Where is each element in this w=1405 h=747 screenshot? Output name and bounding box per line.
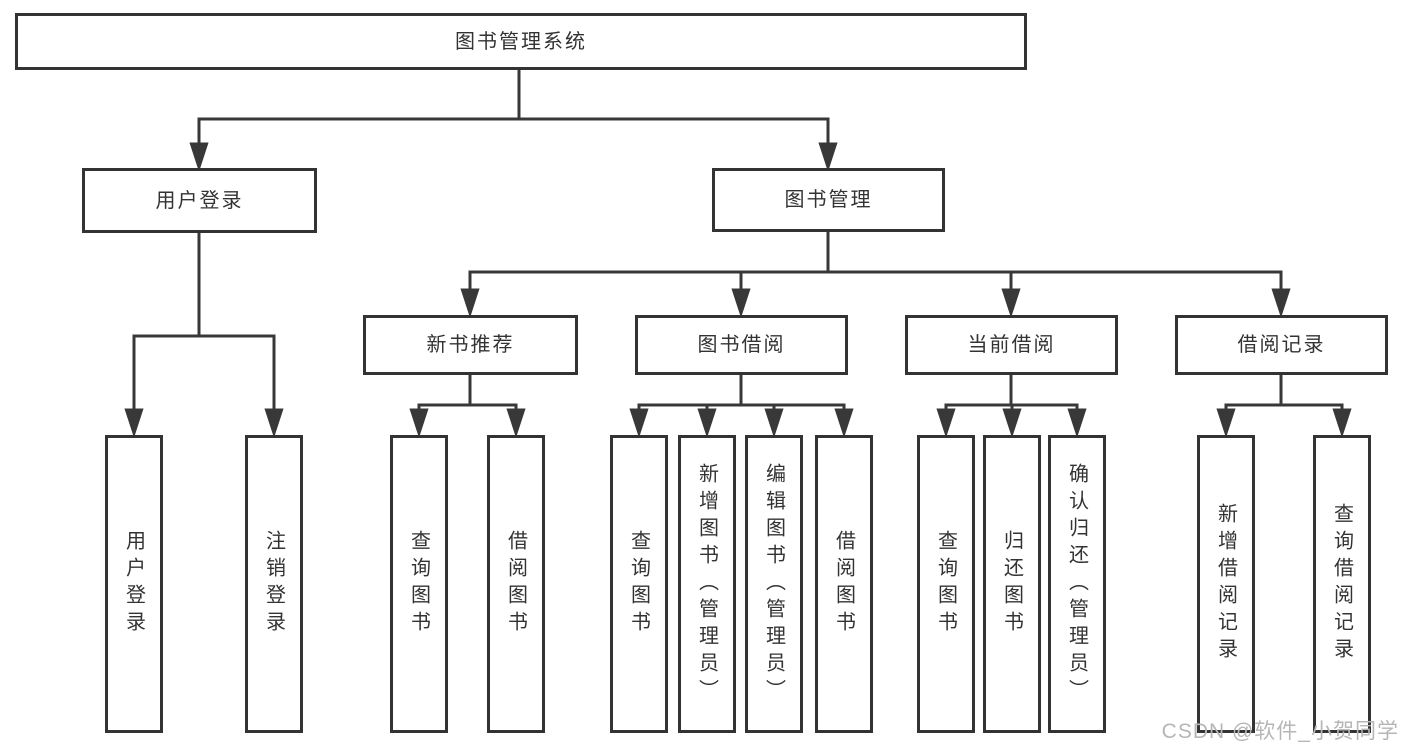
- connector-book-management-to-level3: [460, 232, 1291, 318]
- node-library-system: 图书管理系统: [15, 13, 1027, 70]
- leaf-query-books-current: 查询图书: [917, 435, 975, 733]
- csdn-watermark: CSDN @软件_小贺同学: [1161, 720, 1399, 743]
- leaf-return-books: 归还图书: [983, 435, 1041, 733]
- connector-borrow-records-to-leaves: [1216, 375, 1352, 438]
- leaf-add-borrow-record: 新增借阅记录: [1197, 435, 1255, 733]
- leaf-query-books-recommend: 查询图书: [390, 435, 448, 733]
- leaf-query-books-borrowing: 查询图书: [610, 435, 668, 733]
- leaf-user-login: 用户登录: [105, 435, 163, 733]
- leaf-edit-books-admin: 编辑图书（管理员）: [745, 435, 803, 733]
- leaf-add-books-admin: 新增图书（管理员）: [678, 435, 736, 733]
- node-borrow-records: 借阅记录: [1175, 315, 1388, 375]
- node-user-login-branch: 用户登录: [82, 168, 317, 233]
- leaf-logout: 注销登录: [245, 435, 303, 733]
- node-book-borrowing: 图书借阅: [635, 315, 848, 375]
- leaf-borrow-books-recommend: 借阅图书: [487, 435, 545, 733]
- leaf-query-borrow-record: 查询借阅记录: [1313, 435, 1371, 733]
- node-current-borrowing: 当前借阅: [905, 315, 1118, 375]
- connector-root-to-level2: [189, 70, 838, 172]
- leaf-confirm-return-admin: 确认归还（管理员）: [1048, 435, 1106, 733]
- connector-user-login-to-leaves: [124, 233, 284, 438]
- connector-book-borrowing-to-leaves: [629, 375, 854, 438]
- leaf-borrow-books: 借阅图书: [815, 435, 873, 733]
- node-new-book-recommend: 新书推荐: [363, 315, 578, 375]
- node-book-management-branch: 图书管理: [712, 168, 945, 232]
- connector-new-book-recommend-to-leaves: [409, 375, 526, 438]
- connector-current-borrowing-to-leaves: [936, 375, 1087, 438]
